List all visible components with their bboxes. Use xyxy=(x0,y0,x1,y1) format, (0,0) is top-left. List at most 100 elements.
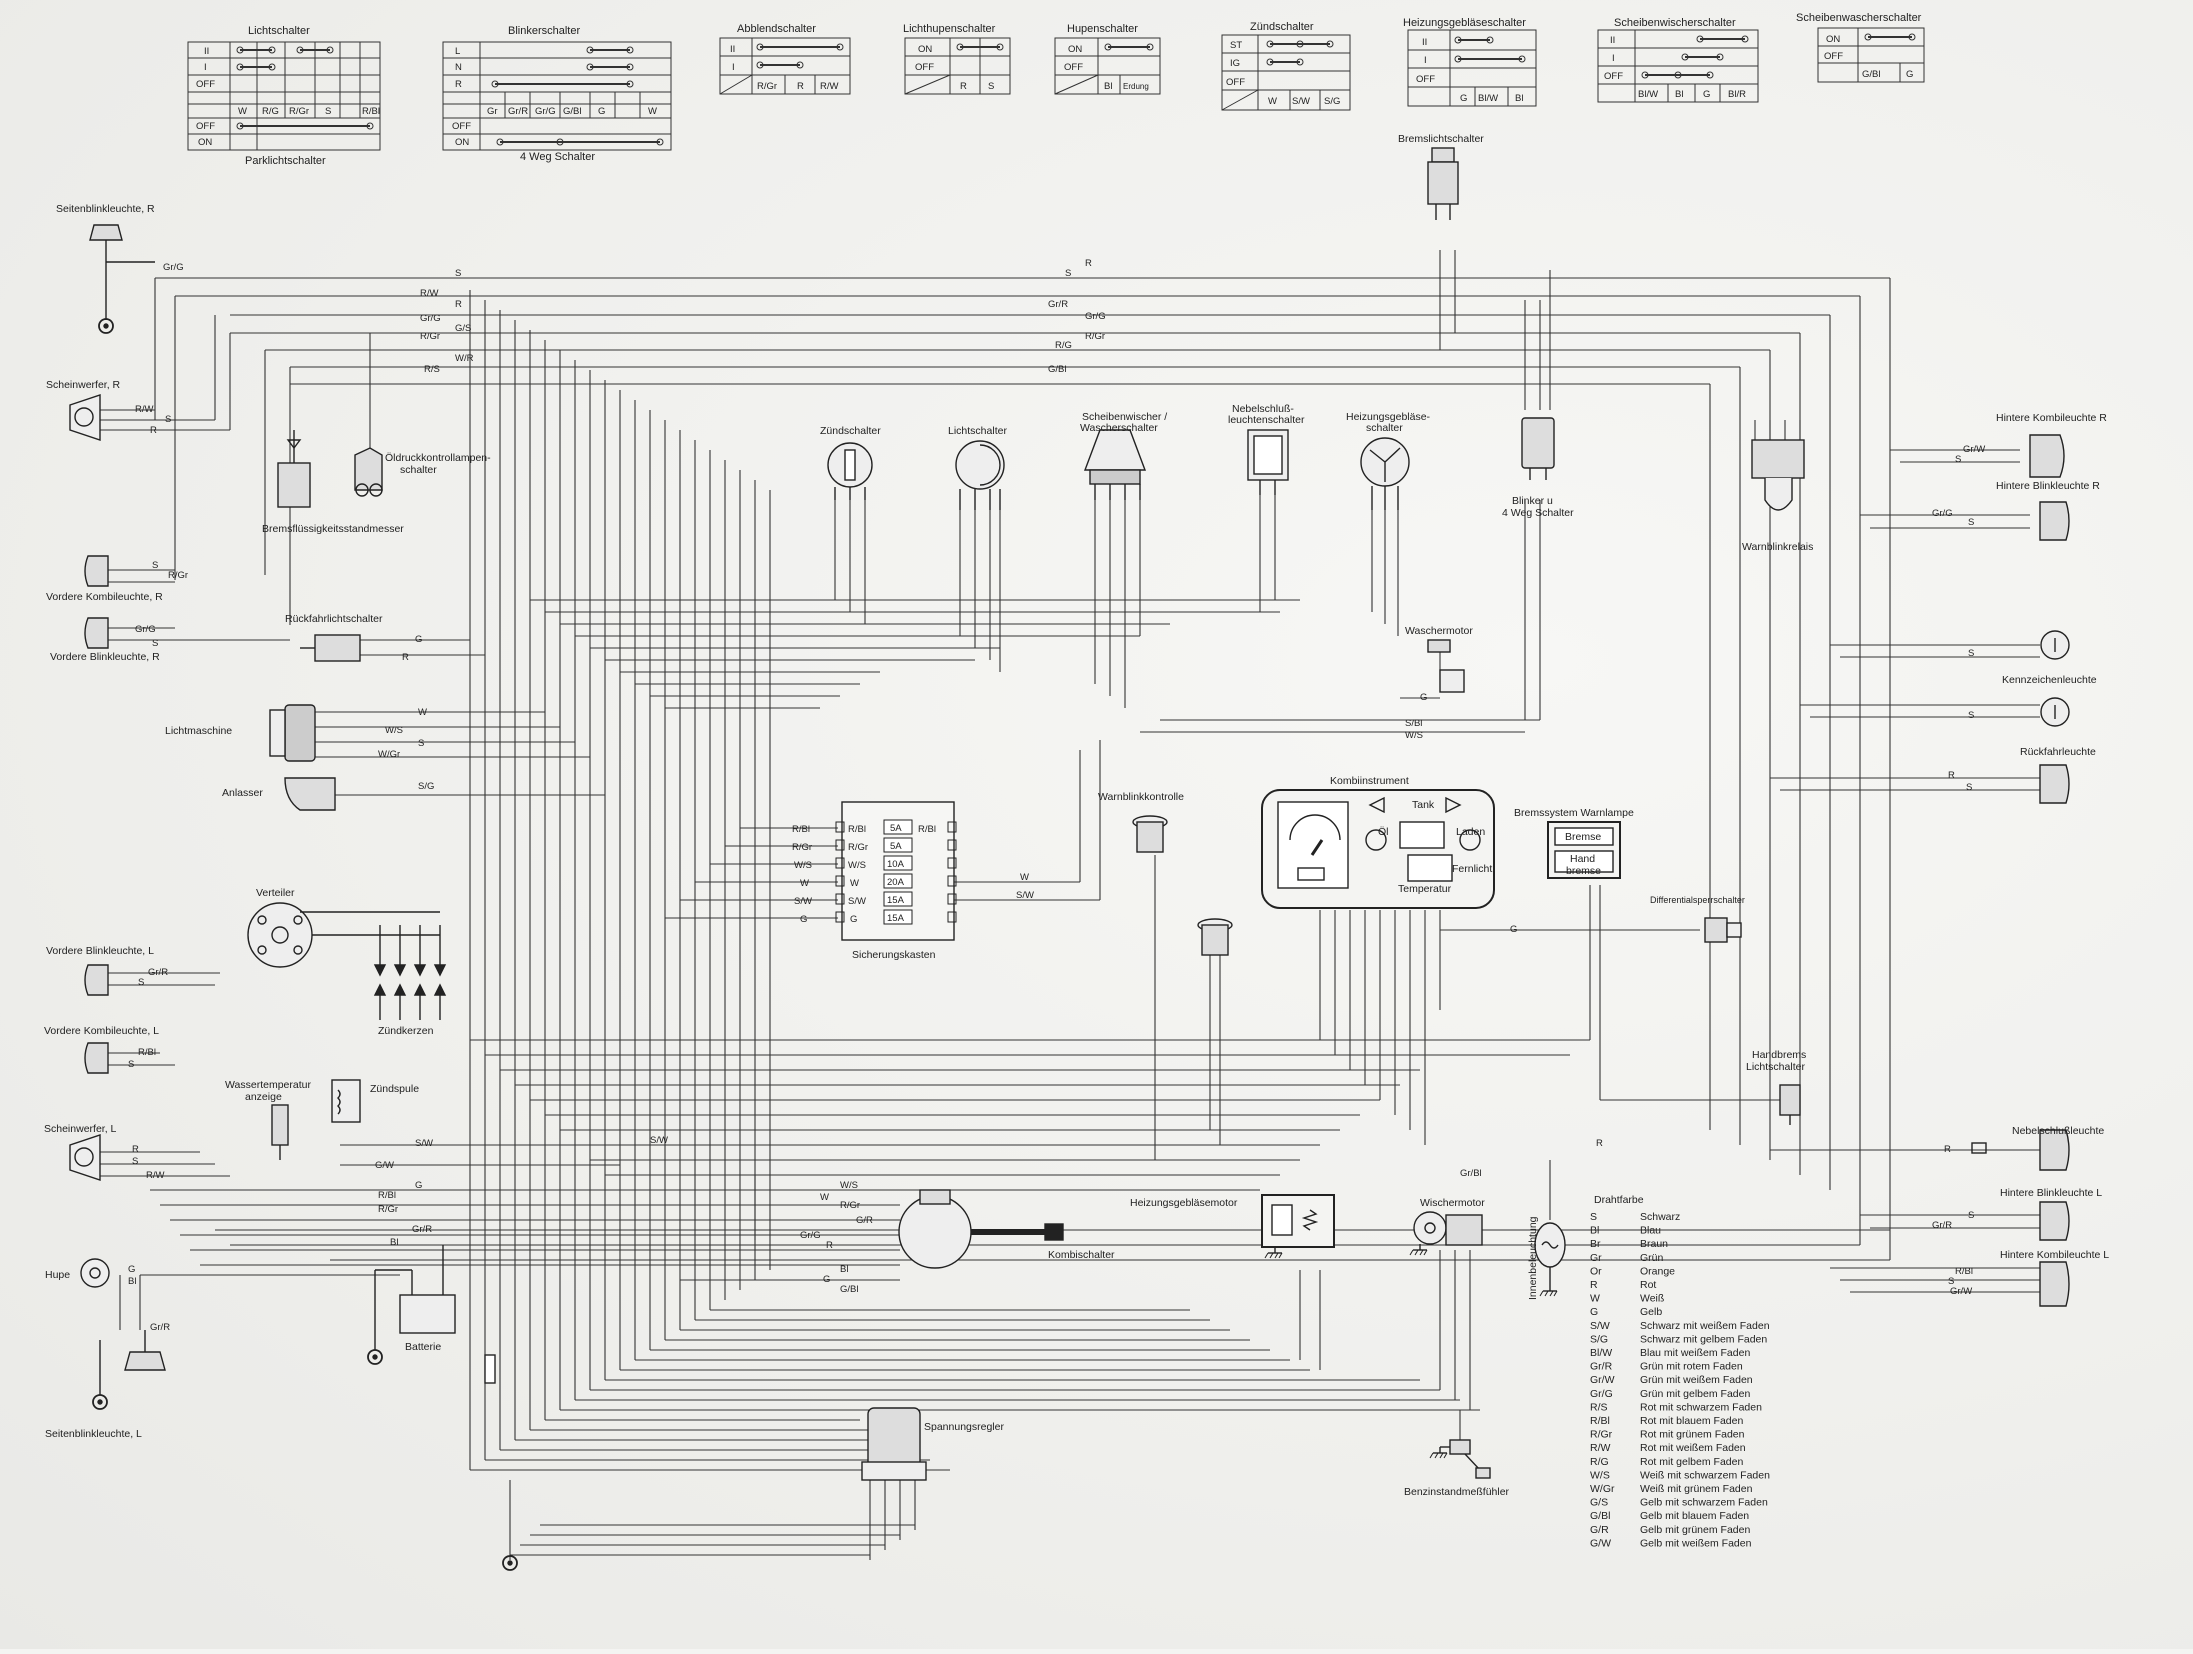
wire-label: S xyxy=(165,414,171,425)
row-label: R xyxy=(455,79,462,90)
col-label: G/Bl xyxy=(563,106,581,117)
label: leuchtenschalter xyxy=(1228,414,1305,426)
wire-label: W/S xyxy=(385,725,403,736)
license-lamp-2 xyxy=(2040,697,2070,727)
col-label: Bl/W xyxy=(1638,89,1658,100)
fuse-amp: 5A xyxy=(890,841,902,852)
rear-combi-lamp-left xyxy=(2039,1261,2070,1307)
wire-label: R xyxy=(150,425,157,436)
fuse-row: G G 15A xyxy=(800,909,957,925)
legend-code: W/S xyxy=(1590,1469,1610,1481)
col-label: S xyxy=(325,106,331,117)
row-label: OFF xyxy=(1604,71,1623,82)
legend-description: Grün mit rotem Faden xyxy=(1640,1361,1743,1373)
label: Hupe xyxy=(45,1269,70,1281)
rear-turn-lamp-right xyxy=(2039,501,2070,541)
legend-description: Schwarz mit gelbem Faden xyxy=(1640,1333,1767,1345)
label: Blinker u xyxy=(1512,495,1553,507)
fuse-left: W xyxy=(800,878,809,889)
label: Handbrems xyxy=(1752,1049,1806,1061)
reverse-light-switch xyxy=(300,634,361,662)
row-label: OFF xyxy=(1064,62,1083,73)
label: schalter xyxy=(1366,422,1403,434)
starter xyxy=(284,777,336,811)
legend-code: Gr xyxy=(1590,1252,1602,1264)
hazard-indicator xyxy=(1132,815,1168,853)
label: bremse xyxy=(1566,865,1601,877)
col-label: R xyxy=(960,81,967,92)
combination-switch xyxy=(898,1189,1064,1269)
interior-lamp xyxy=(1534,1222,1566,1297)
wire-label: R xyxy=(402,652,409,663)
heater-fan-motor xyxy=(1261,1194,1335,1259)
label: Öldruckkontrollampen- xyxy=(385,452,491,464)
fuse-left: S/W xyxy=(794,896,812,907)
fuse-right: R/Bl xyxy=(918,824,936,835)
wire-label: R xyxy=(1948,770,1955,781)
bus-label: G/S xyxy=(455,323,471,334)
wire-label: S xyxy=(152,560,158,571)
row-label: N xyxy=(455,62,462,73)
fuse-right-in: W/S xyxy=(848,860,866,871)
label: Lichtschalter xyxy=(1746,1061,1805,1073)
row-label: OFF xyxy=(1226,77,1245,88)
col-label: W xyxy=(238,106,247,117)
label: Wascherschalter xyxy=(1080,422,1158,434)
label: Benzinstandmeßfühler xyxy=(1404,1486,1510,1498)
wire-label: R/W xyxy=(135,404,154,415)
license-lamp-1 xyxy=(2040,630,2070,660)
col-label: G/Bl xyxy=(1862,69,1880,80)
row-label: II xyxy=(204,46,209,57)
col-label: G xyxy=(1460,93,1467,104)
bus-label: R/Gr xyxy=(1085,331,1105,342)
table-blinkerschalter xyxy=(442,41,672,151)
col-label: Bl/R xyxy=(1728,89,1746,100)
legend-description: Gelb mit weißem Faden xyxy=(1640,1537,1752,1549)
label: Hintere Blinkleuchte R xyxy=(1996,480,2100,492)
legend-code: Gr/W xyxy=(1590,1374,1615,1386)
wire-label: S xyxy=(1968,648,1974,659)
row-label: II xyxy=(1422,37,1427,48)
label: Tank xyxy=(1412,799,1435,811)
wire-label: G xyxy=(1510,924,1517,935)
legend-description: Grün mit weißem Faden xyxy=(1640,1374,1753,1386)
label: Zündspule xyxy=(370,1083,419,1095)
legend-code: Gr/G xyxy=(1590,1388,1613,1400)
label: Kombischalter xyxy=(1048,1249,1115,1261)
label: Warnblinkrelais xyxy=(1742,541,1813,553)
front-combi-lamp-right xyxy=(84,555,109,587)
label: 4 Weg Schalter xyxy=(1502,507,1574,519)
label: Vordere Kombileuchte, R xyxy=(46,591,163,603)
col-label: S/G xyxy=(1324,96,1340,107)
bus-label: Gr/R xyxy=(1048,299,1068,310)
wire-harness xyxy=(100,250,2040,1560)
bus-label: R xyxy=(1085,258,1092,269)
label: Bremse xyxy=(1565,831,1601,843)
wire-label: R/Gr xyxy=(378,1204,398,1215)
battery xyxy=(367,1245,456,1365)
col-label: R/Bl xyxy=(362,106,380,117)
legend-code: G/R xyxy=(1590,1524,1609,1536)
headlamp-left xyxy=(69,1134,101,1181)
row-label: I xyxy=(732,62,735,73)
col-label: G xyxy=(1906,69,1913,80)
row-label: OFF xyxy=(196,121,215,132)
fuse-amp: 15A xyxy=(887,913,905,924)
wire-label: W xyxy=(418,707,427,718)
wire-label: G xyxy=(415,634,422,645)
bus-label: R/G xyxy=(1055,340,1072,351)
legend-code: R/S xyxy=(1590,1401,1608,1413)
ignition-switch xyxy=(827,442,873,500)
label: Wassertemperatur xyxy=(225,1079,311,1091)
legend-description: Weiß mit schwarzem Faden xyxy=(1640,1469,1770,1481)
label: Hintere Kombileuchte L xyxy=(2000,1249,2109,1261)
heater-fan-switch xyxy=(1360,437,1410,510)
col-label: Bl/W xyxy=(1478,93,1498,104)
voltage-regulator xyxy=(502,1407,927,1571)
legend-description: Schwarz mit weißem Faden xyxy=(1640,1320,1770,1332)
label: Öl xyxy=(1378,826,1389,838)
label: Batterie xyxy=(405,1341,441,1353)
legend-description: Gelb mit grünem Faden xyxy=(1640,1524,1750,1536)
